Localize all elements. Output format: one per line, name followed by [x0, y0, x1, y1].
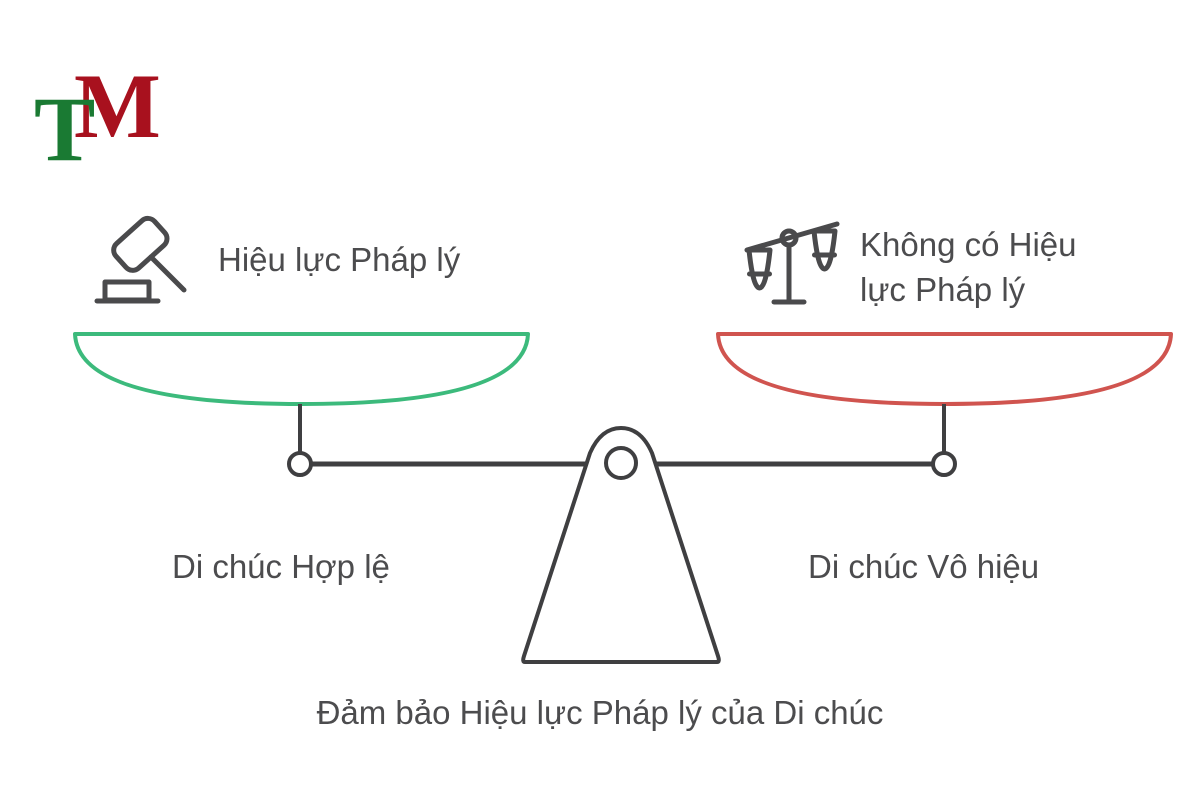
brand-logo: M T [28, 55, 168, 180]
logo-letter-m: M [74, 55, 161, 157]
right-outcome-label: Di chúc Vô hiệu [808, 548, 1040, 585]
right-hanger-ring [931, 451, 957, 477]
scales-glyph [744, 221, 840, 305]
tm-monogram-icon: M T [34, 55, 161, 180]
left-hanger-ring [287, 451, 313, 477]
gavel-icon [92, 212, 196, 308]
left-outcome-label: Di chúc Hợp lệ [172, 548, 390, 585]
left-pan [73, 332, 530, 406]
right-pan-label: Không có Hiệu lực Pháp lý [860, 226, 1077, 308]
diagram-caption: Đảm bảo Hiệu lực Pháp lý của Di chúc [316, 694, 884, 731]
fulcrum-pivot-ring [604, 446, 638, 480]
fulcrum [521, 426, 721, 664]
gavel-glyph [94, 215, 187, 304]
logo-letter-t: T [34, 78, 95, 165]
right-pan [716, 332, 1173, 406]
left-pan-label: Hiệu lực Pháp lý [218, 241, 461, 278]
scales-of-justice-icon [742, 216, 842, 312]
